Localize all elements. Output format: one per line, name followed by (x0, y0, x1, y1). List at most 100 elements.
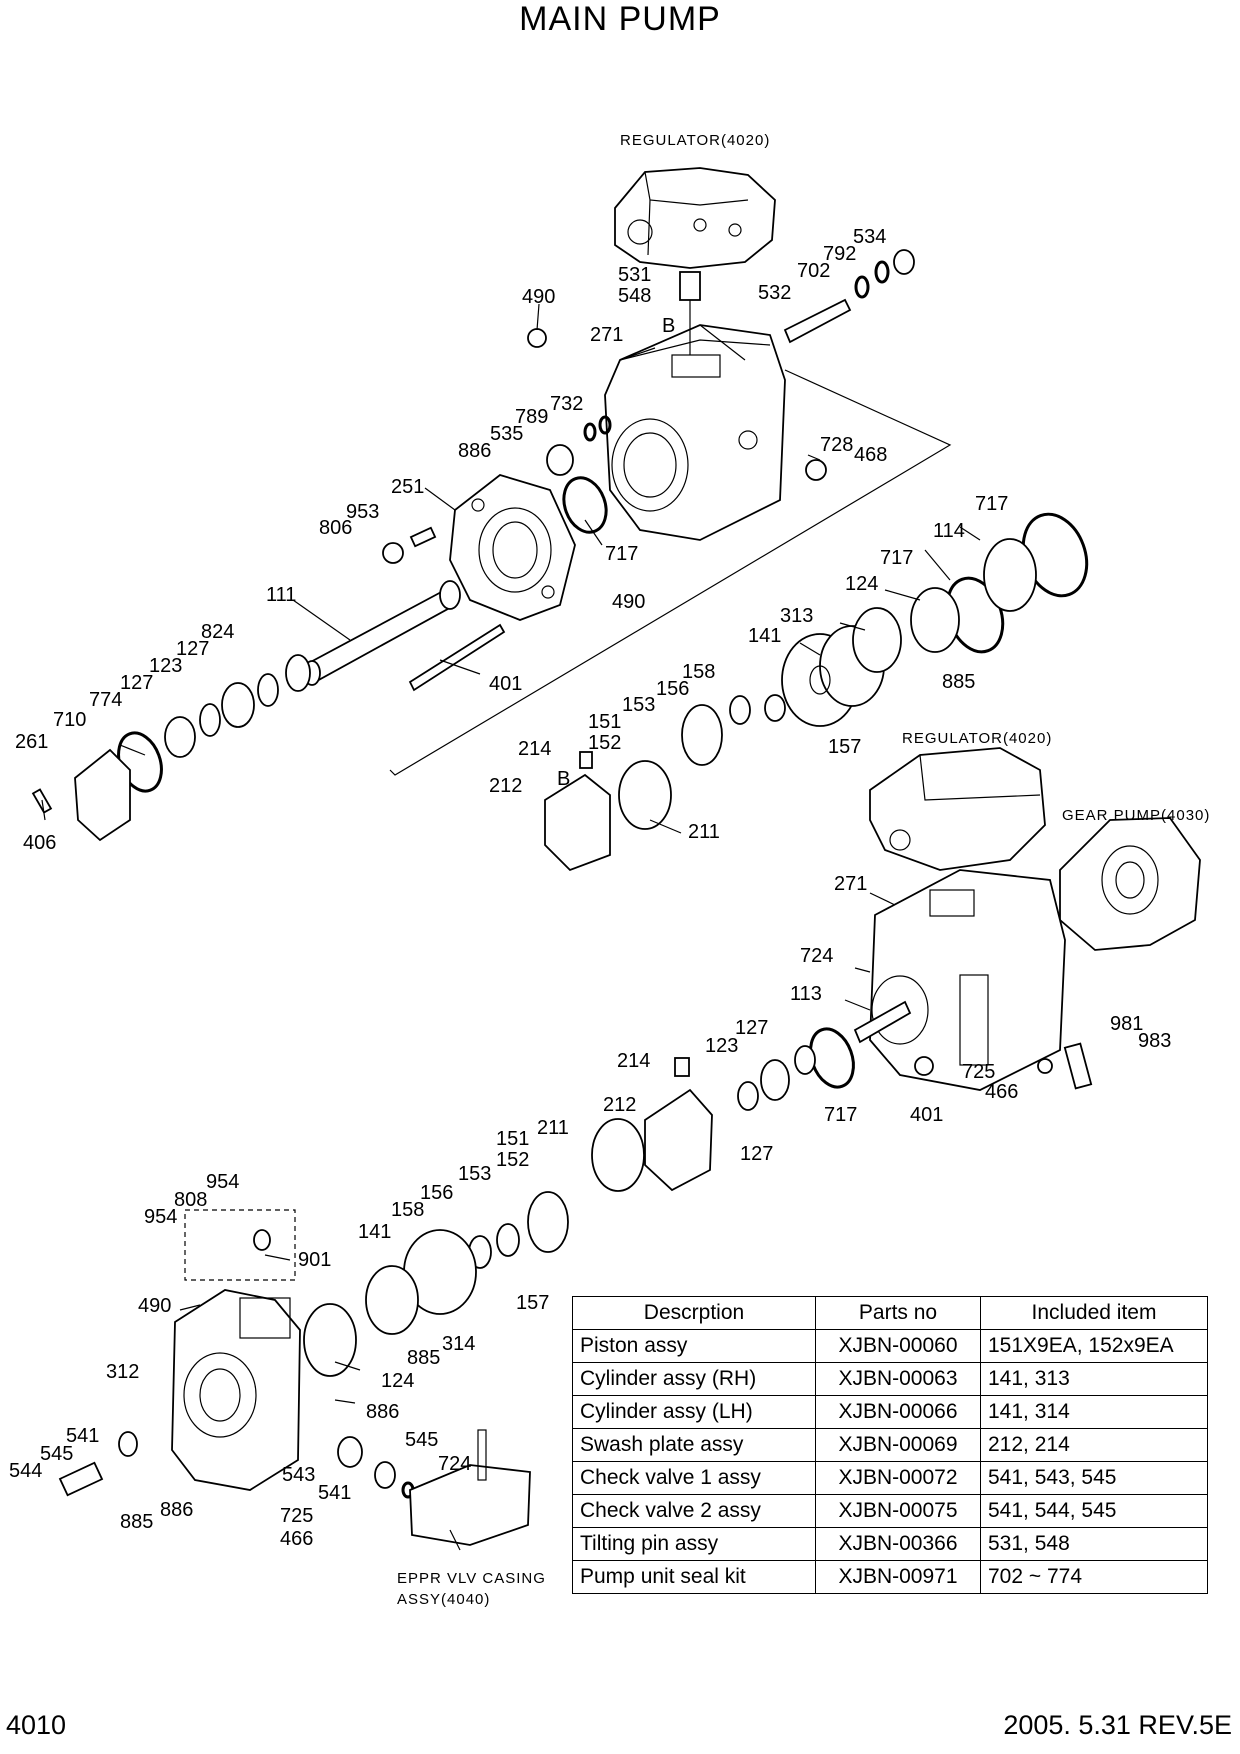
callout: 792 (823, 243, 856, 265)
regulator-top-label: REGULATOR(4020) (620, 132, 770, 149)
callout: 548 (618, 285, 651, 307)
table-cell: Pump unit seal kit (572, 1560, 816, 1594)
swash-plate-212 (544, 773, 611, 872)
check-valve-543 (337, 1436, 363, 1468)
callout: 123 (705, 1035, 738, 1057)
eppr-label-line2: ASSY(4040) (397, 1591, 490, 1608)
callout: 151 (588, 711, 621, 733)
callout: 127 (740, 1143, 773, 1165)
callout: 954 (206, 1171, 239, 1193)
callout: 885 (407, 1347, 440, 1369)
callout: 983 (1138, 1030, 1171, 1052)
table-row: Pump unit seal kit XJBN-00971 702 ~ 774 (572, 1560, 1208, 1594)
callout: 717 (824, 1104, 857, 1126)
table-cell: Check valve 1 assy (572, 1461, 816, 1495)
pin-214-lower (674, 1057, 690, 1077)
table-cell: 141, 313 (980, 1362, 1208, 1396)
view-label-b: B (557, 768, 570, 790)
shoe-plate-211-lower (591, 1118, 645, 1192)
nut-806 (382, 542, 404, 564)
callout: 157 (516, 1292, 549, 1314)
table-row: Piston assy XJBN-00060 151X9EA, 152x9EA (572, 1329, 1208, 1363)
callout: 114 (933, 520, 965, 542)
plug-544 (58, 1461, 104, 1497)
table-row: Swash plate assy XJBN-00069 212, 214 (572, 1428, 1208, 1462)
shaft-532-group (783, 249, 915, 344)
callout: 981 (1110, 1013, 1143, 1035)
shoe-plate-211 (618, 760, 672, 830)
table-cell: 151X9EA, 152x9EA (980, 1329, 1208, 1363)
callout: 702 (797, 260, 830, 282)
regulator-right-drawing (869, 747, 1046, 871)
bearing-123 (221, 682, 255, 728)
ring-127b (199, 703, 221, 737)
table-cell: XJBN-00366 (815, 1527, 981, 1561)
table-cell: XJBN-00072 (815, 1461, 981, 1495)
eye-bolt-901 (253, 1229, 271, 1251)
callout: 212 (489, 775, 522, 797)
table-row: Cylinder assy (RH) XJBN-00063 141, 313 (572, 1362, 1208, 1396)
callout: 885 (942, 671, 975, 693)
table-cell: XJBN-00069 (815, 1428, 981, 1462)
table-cell: XJBN-00971 (815, 1560, 981, 1594)
callout: 490 (612, 591, 645, 613)
valve-plate-313 (852, 607, 902, 673)
table-cell: 702 ~ 774 (980, 1560, 1208, 1594)
callout: 886 (458, 440, 491, 462)
pump-casing-upper (604, 324, 786, 541)
callout: 251 (391, 476, 424, 498)
callout: 885 (120, 1511, 153, 1533)
callout: 156 (656, 678, 689, 700)
seal-774 (164, 716, 196, 758)
revision-date: 2005. 5.31 REV.5E (1003, 1710, 1232, 1740)
callout: 111 (266, 584, 296, 606)
callout: 544 (9, 1460, 42, 1482)
callout: 152 (588, 732, 621, 754)
page-number: 4010 (6, 1710, 67, 1740)
table-cell: 141, 314 (980, 1395, 1208, 1429)
regulator-top-drawing (614, 167, 776, 269)
plug-535 (546, 444, 574, 476)
callout: 211 (688, 821, 720, 843)
callout: 214 (518, 738, 551, 760)
check-valve-541 (118, 1431, 138, 1457)
column-header: Descrption (572, 1296, 816, 1330)
callout: 717 (975, 493, 1008, 515)
callout: 886 (366, 1401, 399, 1423)
callout: 541 (66, 1425, 99, 1447)
ring-158 (764, 694, 786, 722)
retainer-153-lower (527, 1191, 569, 1253)
callout: 212 (603, 1094, 636, 1116)
callout: 732 (550, 393, 583, 415)
callout: 158 (391, 1199, 424, 1221)
plug-953 (409, 526, 437, 548)
callout: 543 (282, 1464, 315, 1486)
callout: 156 (420, 1182, 453, 1204)
callout: 214 (617, 1050, 650, 1072)
ring-824 (285, 654, 311, 692)
table-header-row: Descrption Parts no Included item (572, 1296, 1208, 1330)
valve-block-312 (171, 1289, 301, 1491)
leader-lines (41, 303, 981, 1551)
swash-plate-212-lower (644, 1088, 713, 1192)
pin-214 (579, 751, 593, 769)
table-row: Check valve 1 assy XJBN-00072 541, 543, … (572, 1461, 1208, 1495)
table-cell: Tilting pin assy (572, 1527, 816, 1561)
callout: 211 (537, 1117, 569, 1139)
callout: 774 (89, 689, 122, 711)
callout: 728 (820, 434, 853, 456)
plug-490 (527, 328, 547, 348)
callout: 717 (880, 547, 913, 569)
callout: 271 (834, 873, 867, 895)
bolt-401 (408, 623, 506, 692)
valve-block-251 (449, 474, 576, 621)
callout: 541 (318, 1482, 351, 1504)
callout: 153 (622, 694, 655, 716)
callout: 901 (298, 1249, 331, 1271)
table-cell: XJBN-00066 (815, 1395, 981, 1429)
callout: 312 (106, 1361, 139, 1383)
table-cell: Swash plate assy (572, 1428, 816, 1462)
callout: 545 (405, 1429, 438, 1451)
table-cell: Cylinder assy (LH) (572, 1395, 816, 1429)
